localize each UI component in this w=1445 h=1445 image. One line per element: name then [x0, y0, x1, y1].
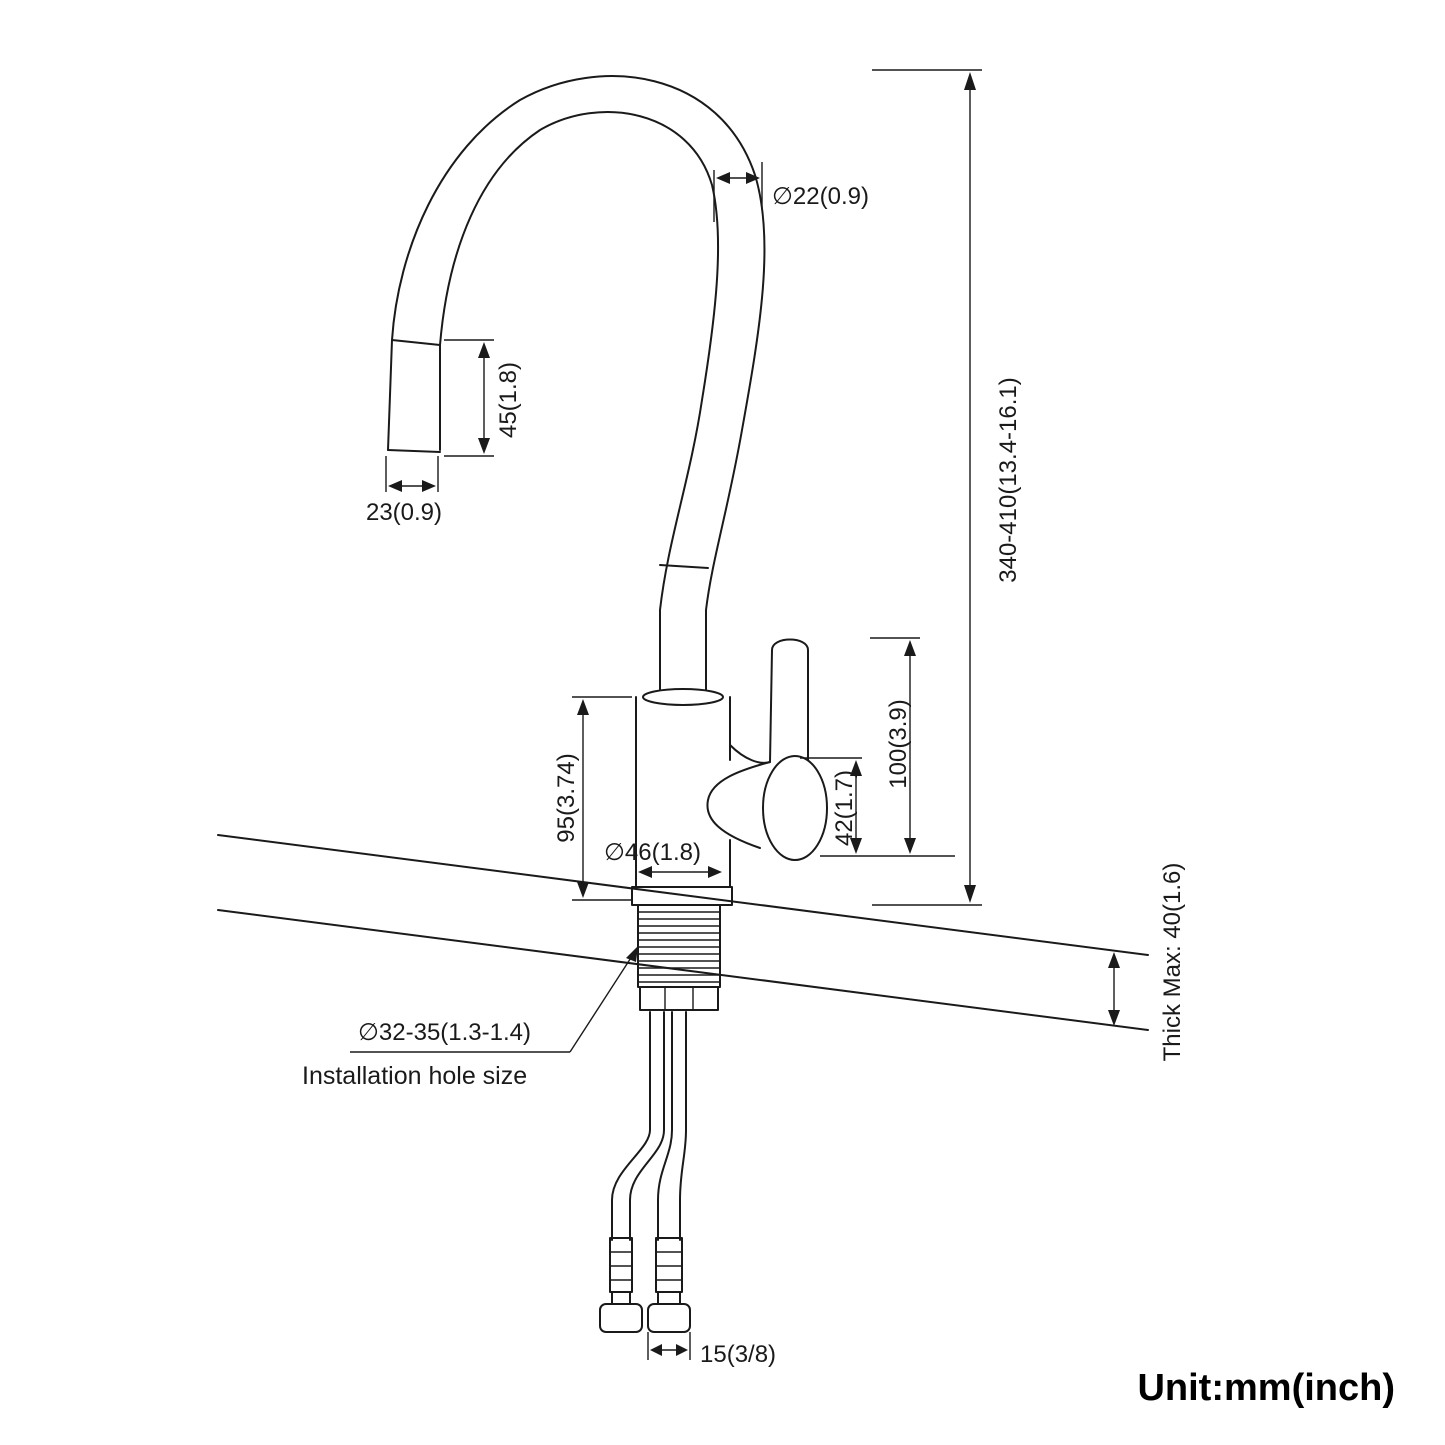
handle-height-label: 100(3.9)	[885, 699, 912, 788]
hose-connector-label: 15(3/8)	[700, 1341, 776, 1368]
threaded-shank	[637, 904, 721, 1011]
faucet-body	[631, 688, 733, 906]
spout-diameter-label: ∅22(0.9)	[772, 183, 869, 210]
hole-size-label: ∅32-35(1.3-1.4)	[358, 1019, 531, 1046]
total-height-label: 340-410(13.4-16.1)	[995, 377, 1022, 582]
handle-width-label: 42(1.7)	[831, 770, 858, 846]
sprayer-length-label: 45(1.8)	[495, 362, 522, 438]
body-height-label: 95(3.74)	[553, 753, 580, 842]
countertop	[217, 834, 1149, 1031]
sprayer-diameter-label: 23(0.9)	[366, 499, 442, 526]
faucet-handle	[706, 638, 828, 861]
dimension-lines	[350, 69, 1120, 1360]
base-diameter-label: ∅46(1.8)	[604, 839, 701, 866]
supply-hoses	[599, 1011, 691, 1333]
gooseneck-spout	[387, 75, 766, 691]
deck-thickness-label: Thick Max: 40(1.6)	[1159, 863, 1186, 1062]
installation-hole-caption: Installation hole size	[302, 1062, 527, 1090]
unit-label: Unit:mm(inch)	[1137, 1367, 1395, 1409]
